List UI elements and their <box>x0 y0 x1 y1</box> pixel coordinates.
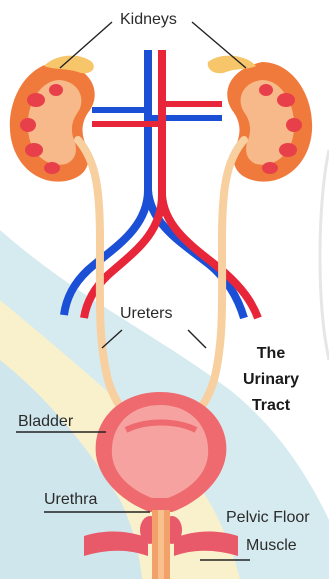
right-edge-arc <box>320 150 329 360</box>
kidneys-label: Kidneys <box>120 12 177 28</box>
title-line-1: The <box>226 346 316 362</box>
title-line-2: Urinary <box>226 372 316 388</box>
title-line-3: Tract <box>226 398 316 414</box>
pelvic-floor-label-line2: Muscle <box>246 538 297 554</box>
urethra-label: Urethra <box>44 492 97 508</box>
ureters-leader-right <box>188 330 206 348</box>
bladder-label: Bladder <box>18 414 73 430</box>
pelvic-floor-label-line1: Pelvic Floor <box>226 510 310 526</box>
ureters-label: Ureters <box>120 306 172 322</box>
right-kidney <box>208 56 312 182</box>
left-kidney <box>10 56 95 182</box>
